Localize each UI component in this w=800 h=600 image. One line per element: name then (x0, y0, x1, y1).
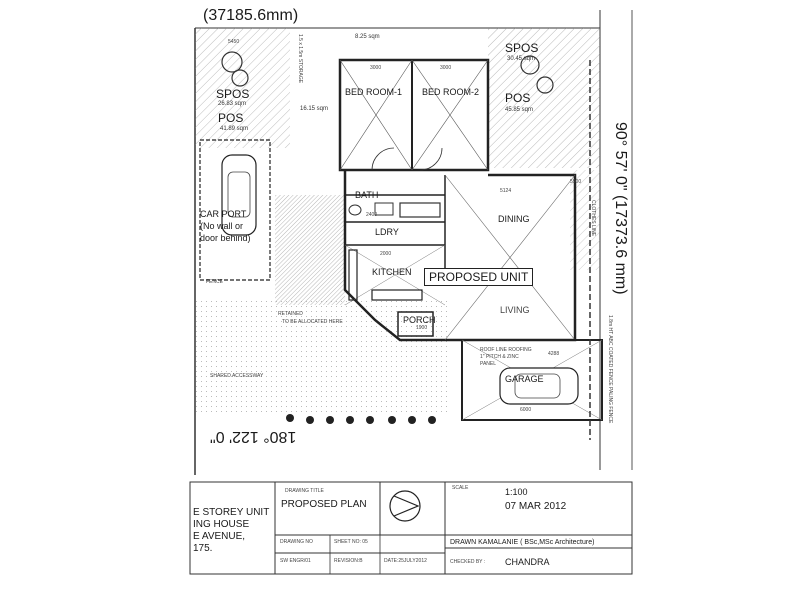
proposed-unit-label: PROPOSED UNIT (424, 268, 534, 286)
drawn-by: DRAWN KAMALANIE ( BSc,MSc Architecture) (450, 539, 595, 546)
room-porch: PORCH (403, 315, 436, 325)
shared-accessway-area (195, 300, 450, 415)
dim-5900: 5900 (570, 179, 582, 185)
project-line-3: E AVENUE, (193, 531, 246, 542)
spos-right-hatch (488, 28, 600, 168)
fence-posts (286, 414, 436, 424)
mid-area-label: 16.15 sqm (300, 106, 329, 112)
bedroom-block (338, 58, 490, 172)
garage-note-1: ROOF LINE ROOFING (480, 347, 532, 353)
carport-outline (199, 139, 271, 281)
top-area-label: 8.25 sqm (355, 34, 380, 40)
title-block-frame (189, 481, 633, 575)
dim-2400: 2400 (366, 212, 378, 218)
drawing-no-label: DRAWING NO (280, 539, 313, 545)
room-laundry: LDRY (375, 227, 399, 237)
scale-value: 1:100 (505, 487, 528, 497)
dim-3000-a: 3000 (370, 65, 382, 71)
north-arrow-icon (389, 490, 421, 522)
site-bottom-bearing: 180° 122' 0" (210, 428, 297, 445)
carport-note-1: (No wall or (200, 221, 244, 231)
site-right-bearing: 90° 57' 0" (17373.6 mm) (612, 122, 629, 295)
shared-accessway-note: SHARED ACCESSWAY (210, 373, 264, 379)
room-living: LIVING (500, 305, 530, 315)
drawing-ref: SW ENGR/01 (280, 558, 311, 564)
spos-left-hatch (195, 28, 290, 148)
spos-left-area: 26.83 sqm (218, 101, 247, 107)
checked-label: CHECKED BY : (450, 559, 486, 565)
revision-date: DATE:25JULY2012 (384, 558, 427, 564)
retained-note: RETAINED (278, 311, 303, 317)
drawing-title: PROPOSED PLAN (281, 499, 367, 510)
clothes-line-note: CLOTHES LINE (590, 200, 596, 237)
spos-right-area: 30.45 sqm (507, 56, 536, 62)
right-fence-note: 1.8m HT ABC COATED FENCE PALING FENCE (607, 315, 613, 424)
carport-car (221, 154, 257, 236)
pos-right-label: POS (505, 91, 531, 105)
pos-left-area: 41.89 sqm (220, 126, 249, 132)
room-bath: BATH (355, 190, 379, 200)
dim-2000: 2000 (380, 251, 392, 257)
spos-right-label: SPOS (505, 41, 539, 55)
room-dining: DINING (498, 214, 530, 224)
dim-5124: 5124 (500, 188, 512, 194)
pos-left-label: POS (218, 111, 244, 125)
room-bedroom-1: BED ROOM-1 (345, 87, 403, 97)
drawing-title-label: DRAWING TITLE (285, 488, 324, 494)
project-line-2: ING HOUSE (193, 519, 250, 530)
fence-note: FENCE (206, 279, 223, 285)
garage-outline (461, 339, 603, 421)
revision: REVISION:B (334, 558, 363, 564)
dim-4288: 4288 (548, 351, 560, 357)
main-unit-outline (343, 170, 577, 342)
dim-1900: 1900 (416, 325, 428, 331)
project-line-4: 175. (193, 543, 213, 554)
drawing-date: 07 MAR 2012 (505, 501, 567, 512)
sheet-no: SHEET NO: 05 (334, 539, 368, 545)
checked-by: CHANDRA (505, 557, 550, 567)
room-garage: GARAGE (505, 374, 544, 384)
garage-car (499, 367, 579, 405)
carport-label: CAR PORT (200, 209, 247, 219)
driveway-hatch (275, 195, 345, 305)
scale-label: SCALE (452, 485, 469, 491)
dim-3000-b: 3000 (440, 65, 452, 71)
porch-outline (397, 311, 434, 337)
site-top-dimension: (37185.6mm) (203, 7, 299, 24)
garage-note-3: PANEL (480, 361, 497, 367)
garage-note-2: 1" PITCH & ZINC (480, 354, 519, 360)
carport-note-2: door behind) (200, 233, 251, 243)
pos-right-area: 45.85 sqm (505, 107, 534, 113)
allocated-note: TO BE ALLOCATED HERE (282, 319, 343, 325)
project-line-1: E STOREY UNIT (193, 507, 270, 518)
dim-5450: 5450 (228, 39, 240, 45)
dim-6000: 6000 (520, 407, 532, 413)
spos-left-label: SPOS (216, 87, 250, 101)
room-bedroom-2: BED ROOM-2 (422, 87, 480, 97)
storage-note: 1.5 x 1.5m STORAGE (297, 34, 303, 84)
room-kitchen: KITCHEN (372, 267, 412, 277)
